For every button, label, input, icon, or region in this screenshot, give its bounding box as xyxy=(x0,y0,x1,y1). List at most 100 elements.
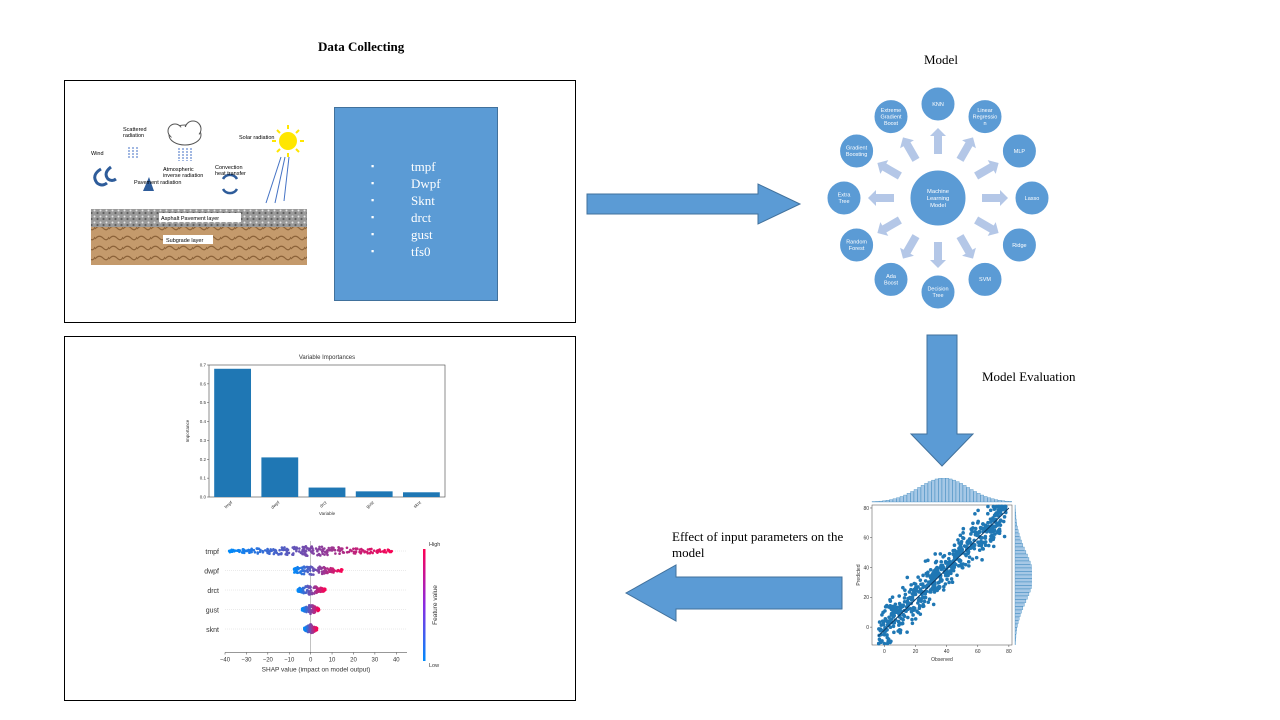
chart-title: Variable Importances xyxy=(299,355,355,361)
y-tick-label: 40 xyxy=(863,565,869,571)
plot-frame xyxy=(871,504,1013,646)
x-tick-label: 30 xyxy=(372,658,379,664)
wheel-arrow-icon xyxy=(930,128,946,154)
x-tick-label: 40 xyxy=(944,649,950,655)
model-node xyxy=(920,274,956,310)
ml-model-center xyxy=(909,169,967,227)
x-tick-label: −10 xyxy=(284,658,295,664)
feature-swarm xyxy=(302,623,319,635)
model-node xyxy=(839,133,875,169)
colorbar-low-label: Low xyxy=(429,663,439,669)
y-tick-label: 0.6 xyxy=(200,381,207,386)
x-tick-label: drct xyxy=(319,499,329,508)
feature-label: drct xyxy=(207,588,219,595)
x-tick-label: −20 xyxy=(263,658,274,664)
x-tick-label: 20 xyxy=(350,658,357,664)
cycle-icon xyxy=(221,173,239,195)
x-tick-label: 0 xyxy=(883,649,886,655)
variable-item: ▪Sknt xyxy=(371,193,435,208)
colorbar-high-label: High xyxy=(429,542,440,548)
y-tick-label: 0.4 xyxy=(200,419,207,424)
y-tick-label: 0.1 xyxy=(200,476,207,481)
model-node-label: KNN xyxy=(932,102,944,108)
x-tick-label: tmpf xyxy=(223,499,233,509)
variable-item: ▪Dwpf xyxy=(371,176,441,191)
variable-item: ▪tmpf xyxy=(371,159,436,174)
wheel-arrow-icon xyxy=(974,216,999,236)
feature-label: gust xyxy=(206,608,219,615)
y-tick-label: 20 xyxy=(863,595,869,601)
wheel-arrow-icon xyxy=(877,216,902,236)
wheel-arrow-icon xyxy=(900,137,920,162)
data-collecting-title: Data Collecting xyxy=(318,39,405,54)
variable-item: ▪gust xyxy=(371,227,433,242)
variable-item: ▪drct xyxy=(371,210,432,225)
wheel-arrow-icon xyxy=(877,160,902,180)
data-point xyxy=(983,543,988,548)
up-arrow-icon xyxy=(143,177,154,191)
y-tick-label: 80 xyxy=(863,506,869,512)
left-arrow-icon xyxy=(624,564,843,622)
feature-label: sknt xyxy=(206,627,219,634)
top-histogram xyxy=(871,478,1012,503)
bar xyxy=(214,368,252,497)
colorbar xyxy=(423,549,426,661)
model-node-label: MLP xyxy=(1014,149,1026,155)
feature-swarm xyxy=(227,544,394,558)
x-tick-label: −40 xyxy=(220,658,231,664)
wind-label: Wind xyxy=(91,151,104,157)
wheel-arrow-icon xyxy=(956,234,976,259)
model-evaluation-title: Model Evaluation xyxy=(982,369,1076,384)
wheel-arrow-icon xyxy=(956,137,976,162)
feature-label: tmpf xyxy=(205,549,219,556)
x-tick-label: gust xyxy=(365,499,375,509)
x-tick-label: −30 xyxy=(241,658,252,664)
right-histogram xyxy=(1014,504,1032,645)
solar-label: Solar radiation xyxy=(239,135,274,141)
sun-icon xyxy=(272,125,304,157)
y-tick-label: 0.3 xyxy=(200,438,207,443)
wheel-arrow-icon xyxy=(900,234,920,259)
x-tick-label: dwpf xyxy=(270,499,281,509)
wheel-arrow-icon xyxy=(974,160,999,180)
y-tick-label: 0.7 xyxy=(200,363,207,368)
model-node xyxy=(1001,227,1037,263)
x-tick-label: sknt xyxy=(412,499,422,509)
x-tick-label: 20 xyxy=(913,649,919,655)
x-tick-label: 10 xyxy=(329,658,336,664)
x-tick-label: 80 xyxy=(1006,649,1012,655)
y-axis-label: Predicted xyxy=(856,564,862,585)
colorbar-label: Feature value xyxy=(432,585,439,625)
x-tick-label: 40 xyxy=(393,658,400,664)
effect-title: Effect of input parameters on the model xyxy=(672,529,844,560)
data-point xyxy=(952,543,957,548)
y-tick-label: 0.2 xyxy=(200,457,207,462)
asphalt-label: Asphalt Pavement layer xyxy=(161,216,219,222)
model-node-label: Ridge xyxy=(1012,243,1026,249)
feature-swarm xyxy=(292,565,344,576)
variables-list: ▪tmpf ▪Dwpf ▪Sknt ▪drct ▪gust ▪tfs0 xyxy=(371,158,441,260)
y-tick-label: 0.5 xyxy=(200,400,207,405)
model-node-label: Lasso xyxy=(1025,196,1040,202)
y-tick-label: 0 xyxy=(866,625,869,631)
cloud-icon xyxy=(167,120,202,146)
right-arrow-icon xyxy=(586,183,802,225)
model-node xyxy=(967,261,1003,297)
pavement-radiation-label: Pavement radiation xyxy=(134,180,181,186)
model-node xyxy=(920,86,956,122)
feature-label: dwpf xyxy=(204,569,219,576)
scatter-points xyxy=(876,504,1008,646)
y-axis-label: Importance xyxy=(185,419,190,442)
